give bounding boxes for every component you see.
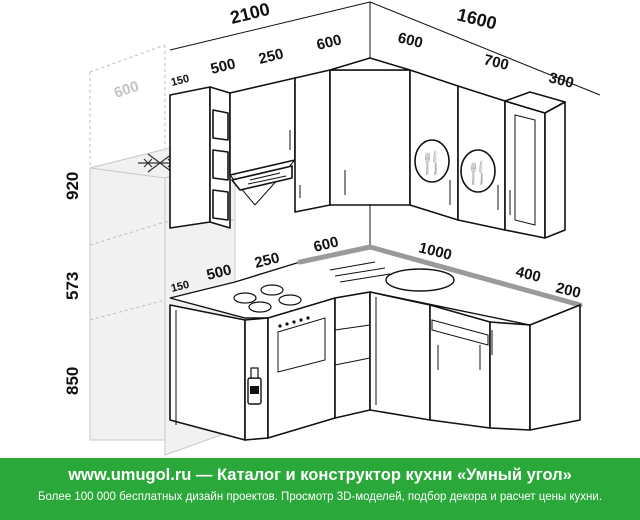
plate-cutlery-icon: 🍴 bbox=[460, 149, 496, 193]
dim-upper-left-2: 500 bbox=[209, 55, 237, 78]
dim-lower-right-2: 400 bbox=[514, 263, 542, 286]
footer-title[interactable]: www.umugol.ru — Каталог и конструктор ку… bbox=[68, 466, 572, 484]
dim-height-middle: 573 bbox=[63, 272, 82, 300]
svg-text:🍴: 🍴 bbox=[418, 150, 445, 176]
upper-corner-cabinet bbox=[329, 57, 411, 206]
dim-upper-right-1: 600 bbox=[396, 29, 424, 52]
dimension-labels: 2100 1600 600 150 500 250 600 600 700 30… bbox=[63, 0, 582, 395]
dim-lower-right-3: 200 bbox=[554, 279, 582, 302]
dim-upper-left-1: 150 bbox=[170, 73, 191, 89]
kitchen-drawing: 🍴 🍴 bbox=[63, 0, 601, 456]
burner-icon bbox=[233, 284, 302, 313]
dim-lower-left-3: 250 bbox=[253, 249, 281, 272]
footer-subtitle: Более 100 000 бесплатных дизайн проектов… bbox=[37, 491, 603, 503]
dim-total-right: 1600 bbox=[455, 4, 499, 33]
dim-height-upper: 920 bbox=[63, 172, 82, 200]
dim-height-lower: 850 bbox=[63, 367, 82, 395]
lower-cabinets-left bbox=[169, 291, 371, 441]
upper-cabinets-left bbox=[169, 69, 331, 229]
dim-total-left: 2100 bbox=[228, 0, 272, 28]
dim-fridge-depth: 600 bbox=[112, 78, 141, 102]
dim-lower-left-1: 150 bbox=[170, 279, 191, 295]
dim-upper-left-3: 250 bbox=[257, 45, 285, 68]
lower-cabinets-right bbox=[369, 291, 581, 431]
dim-lower-left-2: 500 bbox=[205, 261, 233, 284]
dim-lower-left-4: 600 bbox=[312, 233, 340, 256]
dim-upper-right-3: 300 bbox=[547, 69, 575, 92]
bottle-icon bbox=[247, 367, 262, 405]
sink-icon bbox=[329, 261, 455, 292]
plate-cutlery-icon: 🍴 bbox=[414, 139, 450, 183]
hood-icon bbox=[231, 165, 293, 191]
svg-text:🍴: 🍴 bbox=[464, 160, 491, 186]
dim-upper-left-4: 600 bbox=[315, 31, 343, 54]
oven-icon bbox=[277, 316, 326, 373]
footer-banner: www.umugol.ru — Каталог и конструктор ку… bbox=[0, 458, 640, 520]
dim-upper-right-2: 700 bbox=[482, 51, 510, 74]
